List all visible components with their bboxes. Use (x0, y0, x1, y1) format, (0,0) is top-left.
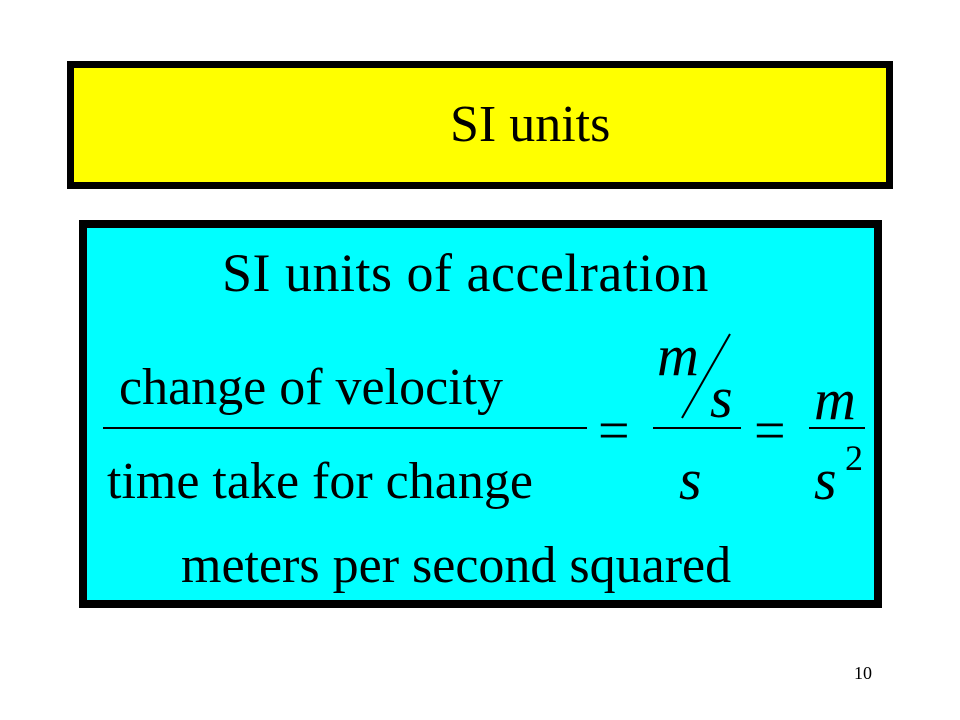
unit-meter-result: m (814, 367, 856, 432)
title-banner: SI units (67, 61, 893, 189)
unit-meter-inner: m (657, 323, 699, 388)
unit-second-denominator: s (679, 447, 702, 512)
fraction-bar-compound (653, 427, 741, 429)
fraction-denominator: time take for change (107, 453, 533, 510)
fraction-numerator: change of velocity (119, 359, 504, 416)
equals-sign-first: = (598, 400, 630, 462)
page-number: 10 (854, 663, 872, 683)
unit-second-result: s (814, 447, 837, 512)
fraction-bar-main (103, 427, 587, 429)
division-slash (681, 333, 731, 419)
fraction-bar-result (809, 427, 865, 429)
unit-second-inner: s (710, 365, 733, 430)
unit-description: meters per second squared (181, 537, 732, 594)
content-panel: SI units of accelration change of veloci… (79, 220, 882, 608)
equals-sign-second: = (754, 400, 786, 462)
exponent-two: 2 (845, 438, 863, 478)
slide-title: SI units (450, 96, 611, 153)
content-heading: SI units of accelration (222, 243, 709, 303)
